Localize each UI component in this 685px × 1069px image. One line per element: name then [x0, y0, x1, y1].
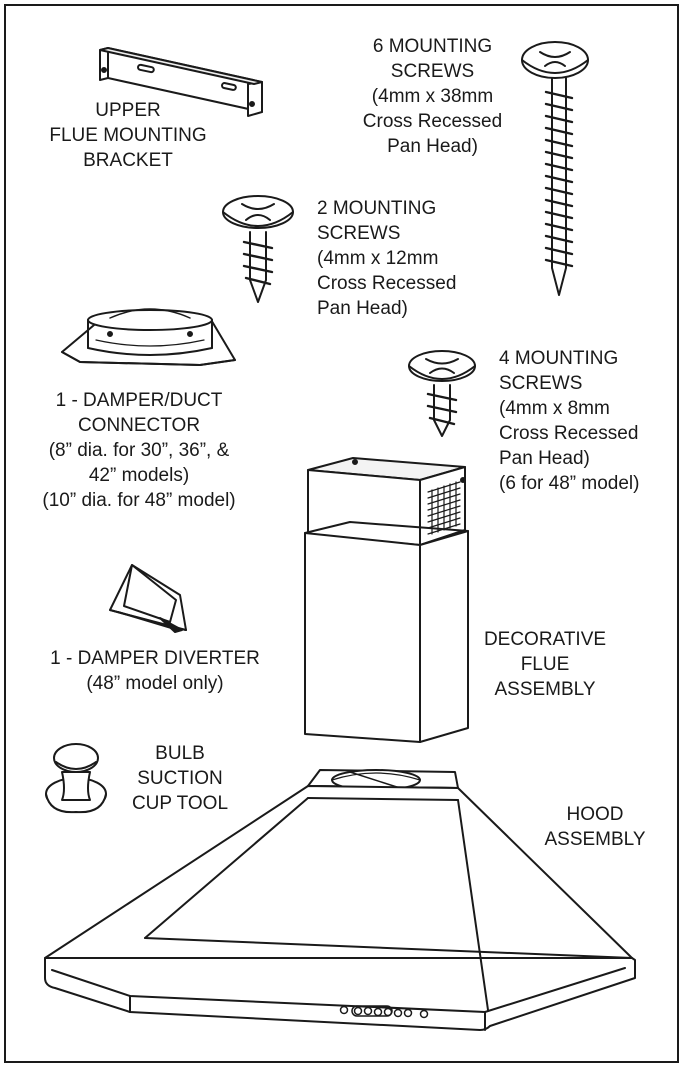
upper-bracket-label: UPPER FLUE MOUNTING BRACKET	[49, 100, 207, 171]
suction-tool-drawing	[45, 743, 107, 814]
flue-assembly-label: DECORATIVE FLUE ASSEMBLY	[483, 629, 607, 700]
damper-connector-label: 1 - DAMPER/DUCT CONNECTOR (8” dia. for 3…	[42, 390, 236, 511]
flue-assembly-drawing	[304, 457, 469, 743]
control-buttons	[339, 1005, 429, 1019]
hood-assembly-label: HOOD ASSEMBLY	[544, 804, 646, 850]
medium-screws-label: 2 MOUNTING SCREWS (4mm x 12mm Cross Rece…	[317, 198, 457, 319]
upper-bracket-drawing	[99, 47, 263, 117]
damper-diverter-drawing	[109, 564, 187, 633]
diagram-frame	[4, 4, 679, 1063]
long-screws-label: 6 MOUNTING SCREWS (4mm x 38mm Cross Rece…	[362, 36, 503, 157]
medium-screw-drawing	[222, 195, 294, 303]
small-screw-drawing	[408, 350, 476, 437]
suction-tool-label: BULB SUCTION CUP TOOL	[131, 743, 229, 814]
hood-assembly-drawing	[44, 769, 636, 1031]
damper-connector-drawing	[61, 308, 236, 366]
damper-diverter-label: 1 - DAMPER DIVERTER (48” model only)	[50, 648, 260, 694]
long-screw-drawing	[521, 41, 589, 296]
short-screws-label: 4 MOUNTING SCREWS (4mm x 8mm Cross Reces…	[499, 348, 640, 494]
